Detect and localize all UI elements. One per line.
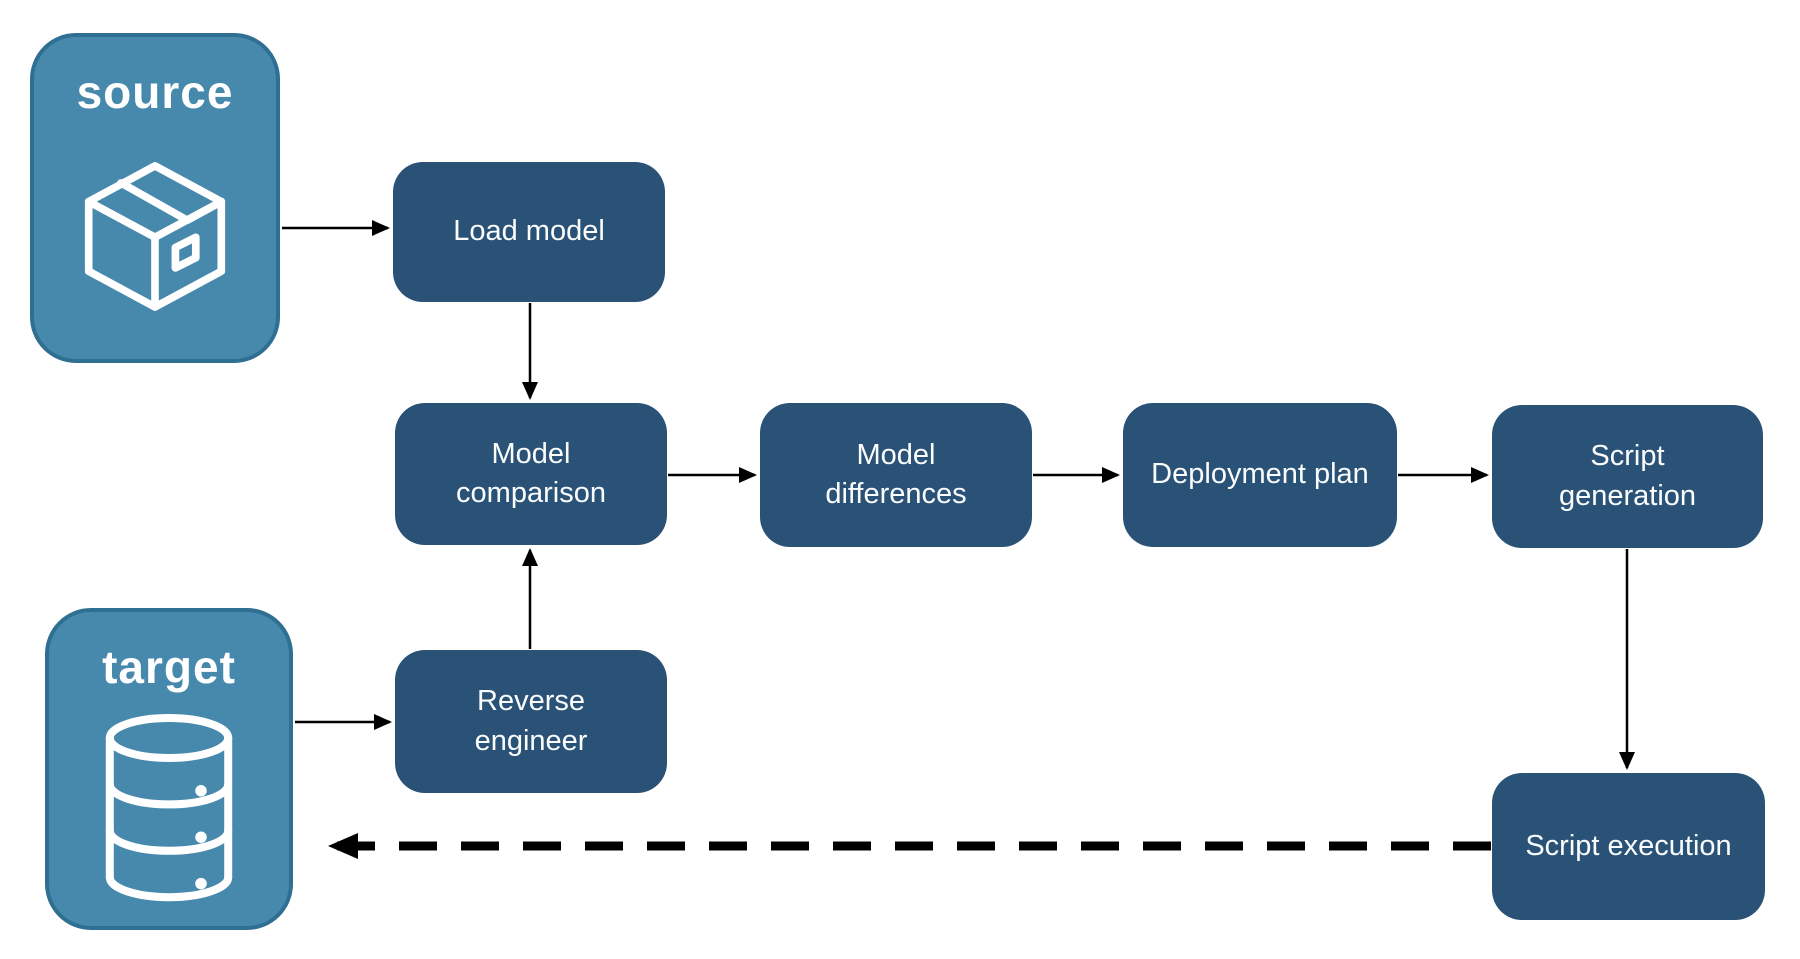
- node-script-generation-label: Script generation: [1558, 440, 1697, 512]
- node-model-differences-label: Model differences: [825, 438, 967, 510]
- node-reverse-engineer: Reverse engineer: [395, 650, 667, 793]
- target-label: target: [102, 641, 236, 693]
- node-deployment-plan-label: Deployment plan: [1151, 458, 1369, 491]
- source-label: source: [76, 66, 234, 118]
- node-model-comparison: Model comparison: [395, 403, 667, 545]
- node-script-execution: Script execution: [1492, 773, 1765, 920]
- node-deployment-plan: Deployment plan: [1123, 403, 1397, 547]
- node-model-differences: Model differences: [760, 403, 1032, 547]
- source-container: source: [30, 33, 280, 363]
- node-script-generation: Script generation: [1492, 405, 1763, 548]
- node-load-model-label: Load model: [453, 215, 605, 248]
- package-icon: [34, 119, 276, 359]
- node-model-comparison-label: Model comparison: [456, 437, 606, 509]
- node-reverse-engineer-label: Reverse engineer: [474, 685, 588, 757]
- node-script-execution-label: Script execution: [1525, 829, 1732, 862]
- target-container: target: [45, 608, 293, 930]
- node-load-model: Load model: [393, 162, 665, 302]
- database-icon: [49, 694, 289, 926]
